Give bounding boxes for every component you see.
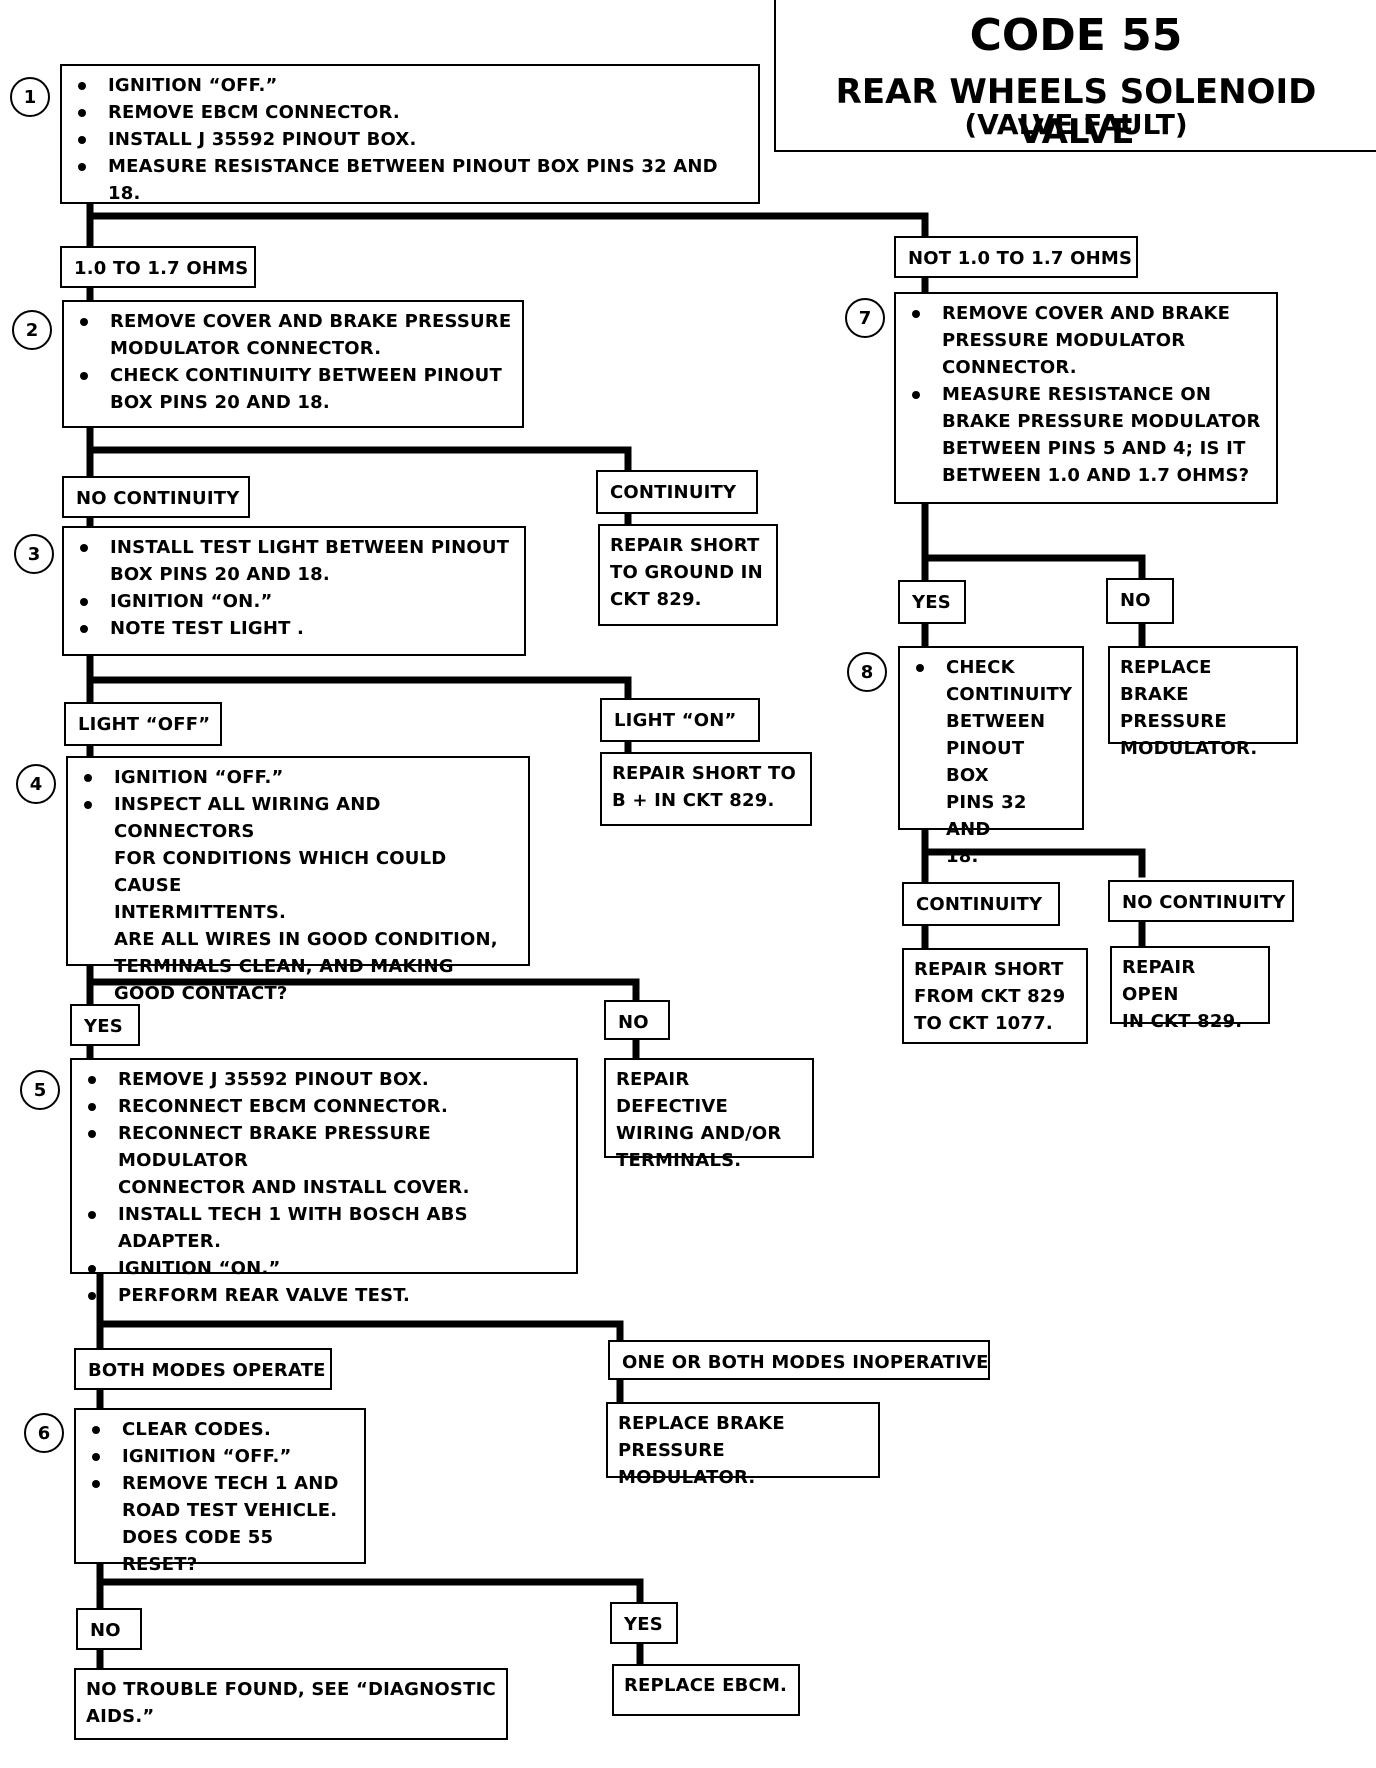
label-no-step6: NO xyxy=(76,1608,142,1650)
result-replace-brake-pressure-modulator: REPLACE BRAKE PRESSURE MODULATOR. xyxy=(606,1402,880,1488)
result-repair-open-ckt-829: REPAIR OPEN IN CKT 829. xyxy=(1110,946,1270,1032)
connector-step6 xyxy=(96,1560,644,1612)
label-no-step7: NO xyxy=(1106,578,1174,624)
label-1-0-to-1-7-ohms: 1.0 TO 1.7 OHMS xyxy=(60,246,256,288)
label-yes-step7: YES xyxy=(898,580,966,624)
step-number-8: 8 xyxy=(847,652,887,692)
main-title: REAR WHEELS SOLENOID VALVE xyxy=(835,72,1317,152)
result-repair-short-to-ground: REPAIR SHORT TO GROUND IN CKT 829. xyxy=(598,524,778,626)
step-2-box: REMOVE COVER AND BRAKE PRESSURE MODULATO… xyxy=(62,300,524,428)
step-7-line: REMOVE COVER AND BRAKE PRESSURE MODULATO… xyxy=(910,300,1266,381)
connector-step3 xyxy=(86,652,632,708)
label-no-continuity: NO CONTINUITY xyxy=(62,476,250,518)
step-3-line: NOTE TEST LIGHT . xyxy=(78,615,514,642)
label-one-or-both-modes-inoperative: ONE OR BOTH MODES INOPERATIVE xyxy=(608,1340,990,1380)
step-1-line: MEASURE RESISTANCE BETWEEN PINOUT BOX PI… xyxy=(76,153,748,207)
result-repair-defective-wiring: REPAIR DEFECTIVE WIRING AND/OR TERMINALS… xyxy=(604,1058,814,1171)
step-1-line: INSTALL J 35592 PINOUT BOX. xyxy=(76,126,748,153)
step-5-box: REMOVE J 35592 PINOUT BOX. RECONNECT EBC… xyxy=(70,1058,578,1306)
step-1-box: IGNITION “OFF.” REMOVE EBCM CONNECTOR. I… xyxy=(60,64,760,204)
connector-step7 xyxy=(921,500,1146,584)
step-number-3: 3 xyxy=(14,534,54,574)
step-number-7: 7 xyxy=(845,298,885,338)
result-repair-short-to-ckt-1077: REPAIR SHORT FROM CKT 829 TO CKT 1077. xyxy=(902,948,1088,1044)
connector-step4 xyxy=(86,962,640,1008)
step-2-line: CHECK CONTINUITY BETWEEN PINOUT BOX PINS… xyxy=(78,362,512,416)
step-5-line: RECONNECT BRAKE PRESSURE MODULATOR CONNE… xyxy=(86,1120,566,1201)
step-4-line: IGNITION “OFF.” xyxy=(82,764,518,791)
step-3-box: INSTALL TEST LIGHT BETWEEN PINOUT BOX PI… xyxy=(62,526,526,656)
step-6-box: CLEAR CODES. IGNITION “OFF.” REMOVE TECH… xyxy=(74,1408,366,1575)
connector-step1 xyxy=(86,200,929,250)
result-replace-ebcm: REPLACE EBCM. xyxy=(612,1664,800,1716)
result-no-trouble-found: NO TROUBLE FOUND, SEE “DIAGNOSTIC AIDS.” xyxy=(74,1668,508,1740)
label-no-step4: NO xyxy=(604,1000,670,1040)
step-6-question: DOES CODE 55 RESET? xyxy=(122,1527,274,1575)
step-number-4: 4 xyxy=(16,764,56,804)
step-5-line: RECONNECT EBCM CONNECTOR. xyxy=(86,1093,566,1120)
connector-step8 xyxy=(921,826,1146,886)
step-number-2: 2 xyxy=(12,310,52,350)
step-3-line: IGNITION “ON.” xyxy=(78,588,514,615)
step-1-line: REMOVE EBCM CONNECTOR. xyxy=(76,99,748,126)
label-both-modes-operate: BOTH MODES OPERATE xyxy=(74,1348,332,1390)
step-4-question: ARE ALL WIRES IN GOOD CONDITION, TERMINA… xyxy=(114,929,498,1004)
step-5-line: IGNITION “ON.” xyxy=(86,1255,566,1282)
label-not-1-0-to-1-7-ohms: NOT 1.0 TO 1.7 OHMS xyxy=(894,236,1138,278)
label-continuity: CONTINUITY xyxy=(596,470,758,514)
step-7-line: MEASURE RESISTANCE ON BRAKE PRESSURE MOD… xyxy=(910,381,1266,489)
label-yes-step6: YES xyxy=(610,1602,678,1644)
step-3-line: INSTALL TEST LIGHT BETWEEN PINOUT BOX PI… xyxy=(78,534,514,588)
connector-step5 xyxy=(96,1270,624,1352)
result-repair-short-to-b-plus: REPAIR SHORT TO B + IN CKT 829. xyxy=(600,752,812,826)
title-block: CODE 55 REAR WHEELS SOLENOID VALVE (VALV… xyxy=(774,0,1376,152)
step-1-line: IGNITION “OFF.” xyxy=(76,72,748,99)
connector-step2 xyxy=(86,424,632,482)
step-7-box: REMOVE COVER AND BRAKE PRESSURE MODULATO… xyxy=(894,292,1278,504)
step-2-line: REMOVE COVER AND BRAKE PRESSURE MODULATO… xyxy=(78,308,512,362)
label-continuity-step8: CONTINUITY xyxy=(902,882,1060,926)
step-5-line: REMOVE J 35592 PINOUT BOX. xyxy=(86,1066,566,1093)
step-8-line: CHECK CONTINUITY BETWEEN PINOUT BOX PINS… xyxy=(914,654,1072,870)
step-number-5: 5 xyxy=(20,1070,60,1110)
step-4-line: INSPECT ALL WIRING AND CONNECTORS FOR CO… xyxy=(82,791,518,926)
step-number-1: 1 xyxy=(10,77,50,117)
step-number-6: 6 xyxy=(24,1413,64,1453)
step-5-line: INSTALL TECH 1 WITH BOSCH ABS ADAPTER. xyxy=(86,1201,566,1255)
step-5-line: PERFORM REAR VALVE TEST. xyxy=(86,1282,566,1309)
step-6-line: IGNITION “OFF.” xyxy=(90,1443,354,1470)
label-yes-step4: YES xyxy=(70,1004,140,1046)
label-light-off: LIGHT “OFF” xyxy=(64,702,222,746)
step-6-line: REMOVE TECH 1 AND ROAD TEST VEHICLE. xyxy=(90,1470,354,1524)
code-title: CODE 55 xyxy=(969,10,1183,61)
result-replace-brake-pressure-modulator-2: REPLACE BRAKE PRESSURE MODULATOR. xyxy=(1108,646,1298,759)
subtitle: (VALVE FAULT) xyxy=(964,108,1188,141)
label-light-on: LIGHT “ON” xyxy=(600,698,760,742)
label-no-continuity-step8: NO CONTINUITY xyxy=(1108,880,1294,922)
step-6-line: CLEAR CODES. xyxy=(90,1416,354,1443)
step-8-box: CHECK CONTINUITY BETWEEN PINOUT BOX PINS… xyxy=(898,646,1084,867)
step-4-box: IGNITION “OFF.” INSPECT ALL WIRING AND C… xyxy=(66,756,530,1004)
